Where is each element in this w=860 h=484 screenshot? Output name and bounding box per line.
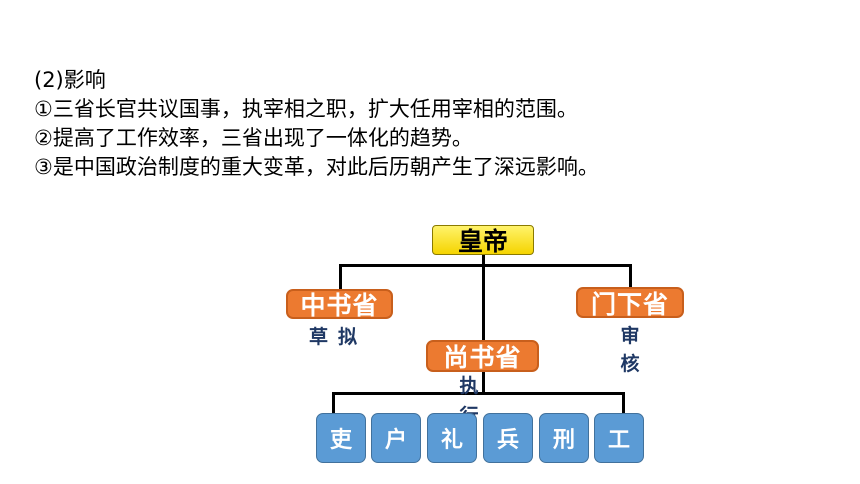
zhongshu-role-label: 草拟 (309, 326, 368, 348)
department-gong: 工 (594, 413, 644, 463)
shangshu-role-char-1: 执 (459, 375, 479, 397)
connector-dept-6 (622, 392, 625, 414)
zhongshu-box: 中书省 (286, 289, 393, 320)
connector-bottom-horizontal (332, 392, 625, 395)
text-item-1: ①三省长官共议国事，执宰相之职，扩大任用宰相的范围。 (34, 97, 578, 121)
connector-center-vertical (482, 255, 485, 393)
text-item-2: ②提高了工作效率，三省出现了一体化的趋势。 (34, 126, 473, 150)
menxia-role-char-2: 核 (620, 353, 640, 375)
emperor-box: 皇帝 (432, 225, 534, 256)
connector-top-horizontal (339, 264, 632, 267)
menxia-role-label: 审 核 (619, 322, 641, 378)
connector-right-drop (629, 264, 632, 289)
department-li-personnel: 吏 (316, 413, 366, 463)
menxia-role-char-1: 审 (620, 325, 640, 347)
connector-dept-1 (332, 392, 335, 414)
menxia-box: 门下省 (576, 287, 684, 319)
department-li-rites: 礼 (427, 413, 477, 463)
connector-left-drop (339, 264, 342, 291)
section-heading: (2)影响 (34, 68, 106, 92)
text-item-3: ③是中国政治制度的重大变革，对此后历朝产生了深远影响。 (34, 155, 599, 179)
shangshu-box: 尚书省 (426, 340, 539, 372)
department-bing: 兵 (483, 413, 533, 463)
department-xing: 刑 (539, 413, 589, 463)
department-hu: 户 (371, 413, 421, 463)
text-block: (2)影响 ①三省长官共议国事，执宰相之职，扩大任用宰相的范围。 ②提高了工作效… (34, 66, 599, 182)
